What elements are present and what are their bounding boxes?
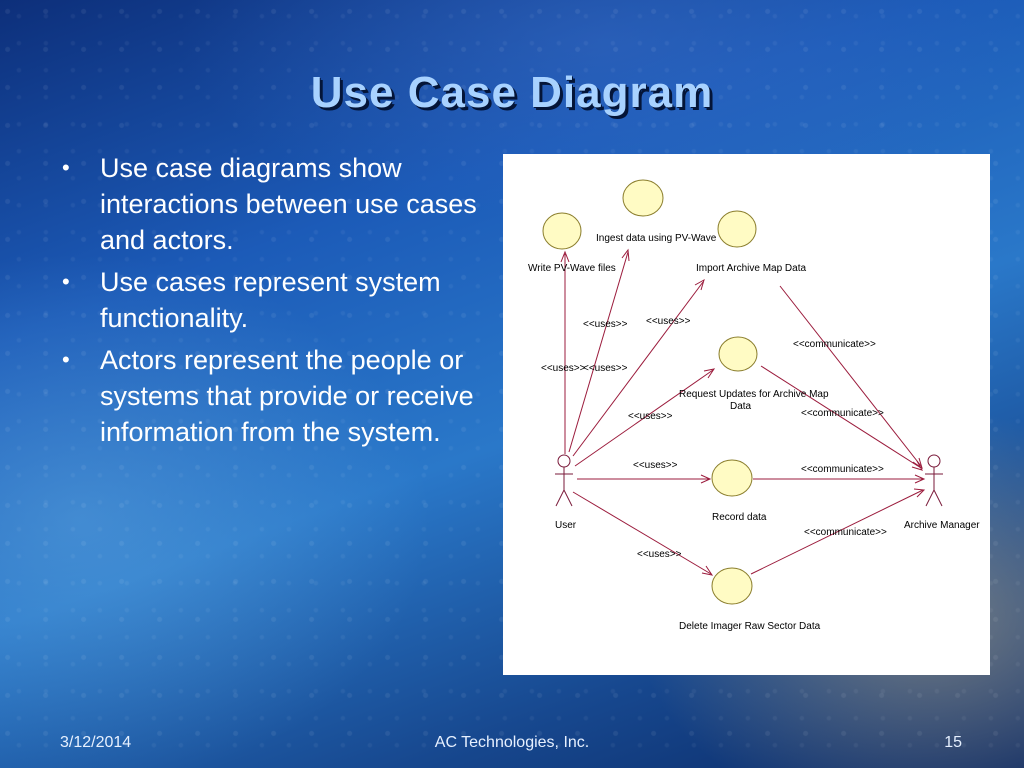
bullet-dot-icon: • [62,155,70,180]
relation-user-delete [572,491,712,575]
use-case-diagram: Ingest data using PV-Wave Write PV-Wave … [503,154,990,675]
footer-date: 3/12/2014 [60,734,132,751]
footer-company: AC Technologies, Inc. [434,734,590,751]
relation-label-communicate: <<communicate>> [801,464,884,475]
arrow-head-icon [694,278,705,291]
bullet-list: •Use case diagrams show interactions bet… [62,150,492,456]
arrow-head-icon [912,457,923,470]
relation-user-request [574,369,714,467]
use-case-ingest [622,179,664,217]
actor-user-icon [555,454,573,507]
relation-label-uses: <<uses>> [637,549,682,560]
relation-request-manager [760,365,922,469]
relation-label-uses: <<uses>> [583,363,628,374]
relation-label-communicate: <<communicate>> [804,527,887,538]
use-case-diagram-svg: Ingest data using PV-Wave Write PV-Wave … [528,179,980,632]
use-case-request [718,336,758,372]
relation-label-uses: <<uses>> [541,363,586,374]
relation-label-uses: <<uses>> [633,460,678,471]
arrow-head-icon [701,565,714,576]
footer-page-number: 15 [944,734,962,751]
use-case-request-label-line2: Data [730,401,752,412]
use-case-record-label: Record data [712,512,767,523]
bullet-item: •Use cases represent system functionalit… [62,264,492,336]
use-case-request-label-line1: Request Updates for Archive Map [679,389,829,400]
arrow-head-icon [621,248,630,262]
relation-import-manager [779,285,922,467]
relation-user-ingest [568,251,629,453]
relationship-lines [560,248,926,576]
bullet-dot-icon: • [62,347,70,372]
use-case-delete [711,567,753,605]
use-case-delete-label: Delete Imager Raw Sector Data [679,621,821,632]
actor-archive-manager-label: Archive Manager [904,520,980,531]
actor-archive-manager-icon [925,454,943,507]
use-case-write-label: Write PV-Wave files [528,263,616,274]
slide-title: Use Case Diagram [310,68,714,117]
bullet-item: •Use case diagrams show interactions bet… [62,150,492,258]
use-case-import [717,210,757,248]
arrow-head-icon [911,460,924,471]
arrow-head-icon [913,488,926,498]
relation-label-uses: <<uses>> [583,319,628,330]
relation-label-communicate: <<communicate>> [793,339,876,350]
arrow-head-icon [914,474,926,484]
relation-label-communicate: <<communicate>> [801,408,884,419]
use-case-record [711,459,753,497]
arrow-head-icon [560,250,570,263]
actor-user-label: User [555,520,577,531]
relation-delete-manager [750,489,924,575]
arrow-head-icon [700,474,712,484]
bullet-item: •Actors represent the people or systems … [62,342,492,450]
bullet-dot-icon: • [62,269,70,294]
use-case-ingest-label: Ingest data using PV-Wave [596,233,717,244]
use-case-write [542,212,582,250]
relation-label-uses: <<uses>> [646,316,691,327]
relation-label-uses: <<uses>> [628,411,673,422]
use-case-import-label: Import Archive Map Data [696,263,806,274]
arrow-head-icon [703,368,716,379]
relation-user-import [572,281,704,457]
